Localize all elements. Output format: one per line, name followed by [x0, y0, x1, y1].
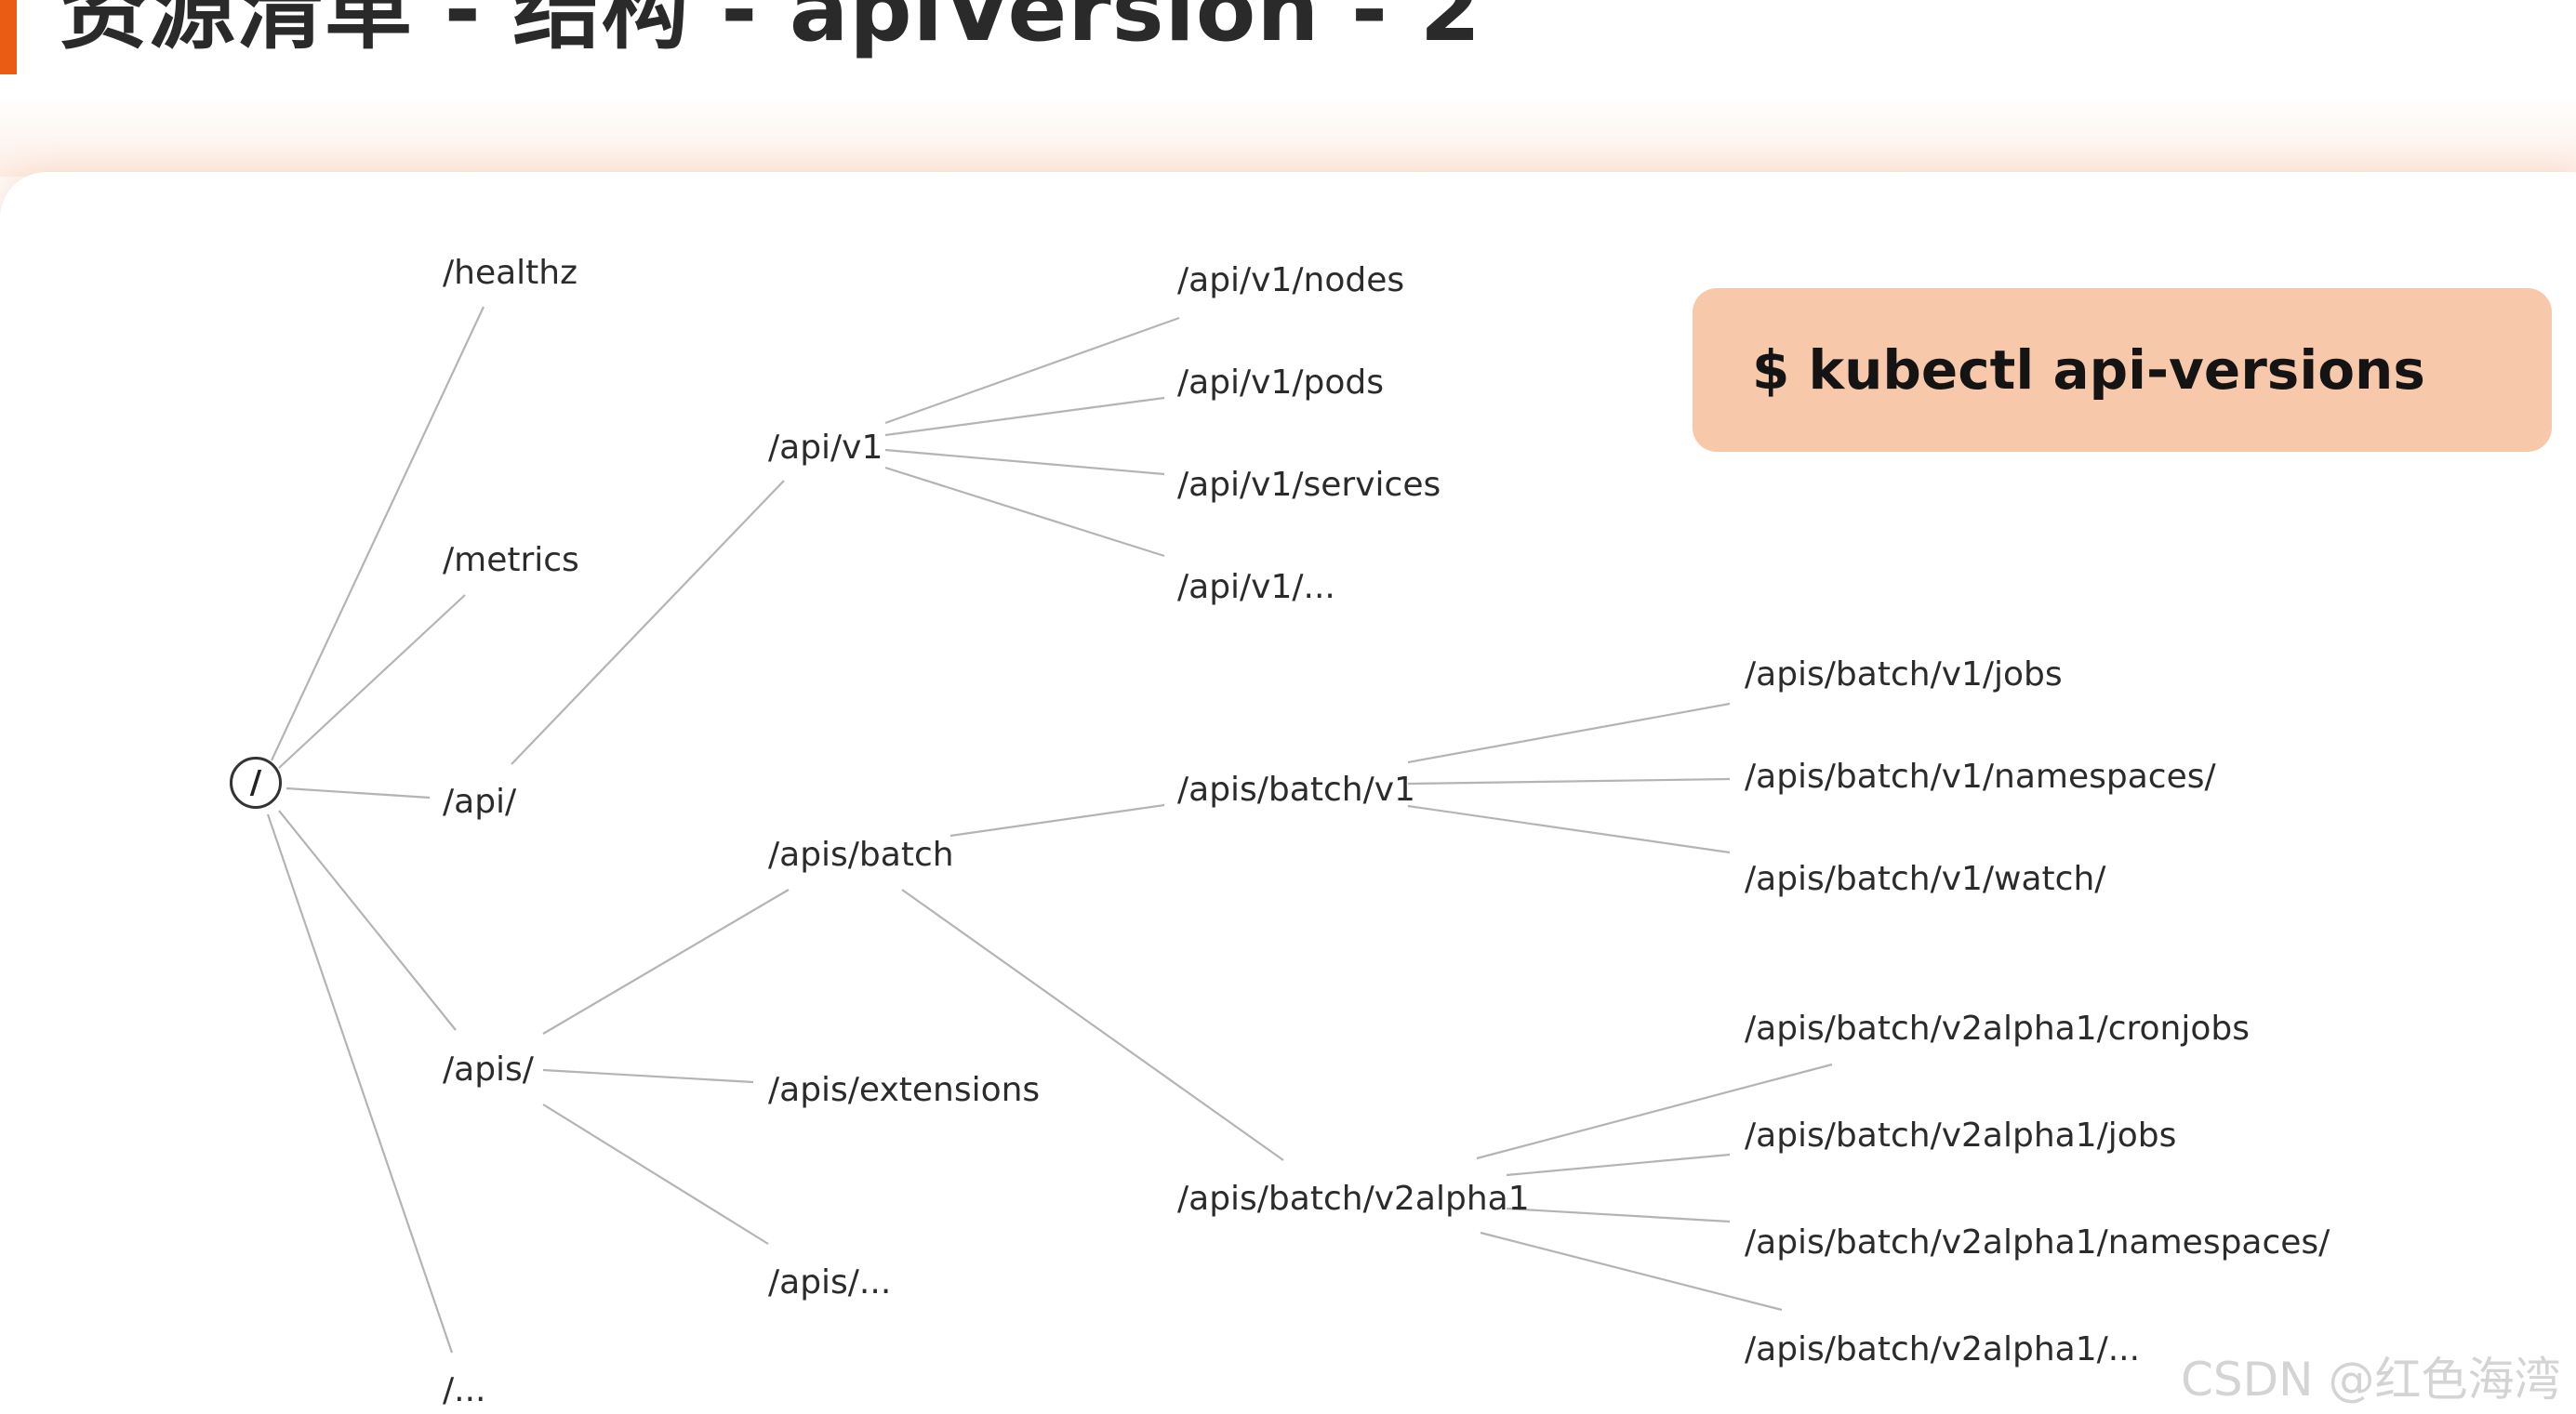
command-text: $ kubectl api-versions: [1752, 338, 2425, 402]
node-batch-v2alpha1: /apis/batch/v2alpha1: [1177, 1180, 1530, 1218]
edge-v1-watch: [1407, 804, 1731, 854]
edge-v2-jobs: [1506, 1153, 1731, 1177]
node-batch-v2alpha1-cronjobs: /apis/batch/v2alpha1/cronjobs: [1745, 1010, 2251, 1048]
node-batch-v2alpha1-namespaces: /apis/batch/v2alpha1/namespaces/: [1745, 1223, 2330, 1262]
node-apis-extensions: /apis/extensions: [768, 1071, 1041, 1109]
edge-root-apis: [278, 810, 457, 1031]
node-apis-more: /apis/...: [768, 1263, 892, 1302]
node-batch-v1: /apis/batch/v1: [1177, 771, 1415, 809]
node-api-v1-more: /api/v1/...: [1177, 568, 1335, 606]
node-batch-v1-jobs: /apis/batch/v1/jobs: [1745, 655, 2063, 694]
edge-root-more: [266, 813, 454, 1354]
node-batch-v2alpha1-more: /apis/batch/v2alpha1/...: [1745, 1330, 2141, 1368]
tree-root-node: /: [230, 757, 282, 809]
node-metrics: /metrics: [443, 541, 579, 579]
node-more: /...: [443, 1371, 486, 1409]
edge-apiv1-more: [884, 466, 1165, 558]
edge-root-api: [285, 786, 431, 800]
edge-apiv1-services: [884, 448, 1165, 476]
node-api-v1: /api/v1: [768, 429, 883, 467]
edge-root-metrics: [278, 594, 466, 769]
edge-apis-more: [542, 1103, 769, 1245]
command-callout: $ kubectl api-versions: [1693, 288, 2552, 452]
edge-v2-more: [1480, 1231, 1783, 1312]
edge-api-apiv1: [511, 480, 785, 765]
edge-v2-cronjobs: [1476, 1063, 1833, 1160]
edge-root-healthz: [271, 306, 485, 761]
edge-apiv1-pods: [884, 396, 1165, 437]
edge-batch-v2alpha1: [901, 889, 1284, 1161]
node-api-v1-nodes: /api/v1/nodes: [1177, 261, 1405, 299]
node-api: /api/: [443, 783, 517, 821]
edge-v1-namespaces: [1407, 777, 1731, 786]
edge-batch-v1: [949, 803, 1165, 838]
edge-apiv1-nodes: [884, 316, 1180, 425]
watermark: CSDN @红色海湾: [2181, 1353, 2561, 1407]
title-accent-bar: [0, 0, 17, 74]
node-apis-batch: /apis/batch: [768, 836, 954, 874]
edge-v1-jobs: [1407, 702, 1731, 764]
node-batch-v1-watch: /apis/batch/v1/watch/: [1745, 860, 2106, 898]
slide-header: 资源清单 - 结构 - apiVersion - 2: [0, 0, 2576, 177]
node-healthz: /healthz: [443, 254, 578, 292]
node-apis: /apis/: [443, 1051, 534, 1089]
node-batch-v2alpha1-jobs: /apis/batch/v2alpha1/jobs: [1745, 1117, 2177, 1155]
edge-v2-namespaces: [1506, 1207, 1731, 1223]
edge-apis-batch: [542, 889, 790, 1035]
edge-apis-extensions: [542, 1068, 754, 1084]
node-batch-v1-namespaces: /apis/batch/v1/namespaces/: [1745, 758, 2216, 796]
node-api-v1-services: /api/v1/services: [1177, 466, 1441, 504]
node-api-v1-pods: /api/v1/pods: [1177, 363, 1384, 402]
slide-title: 资源清单 - 结构 - apiVersion - 2: [60, 0, 1482, 61]
